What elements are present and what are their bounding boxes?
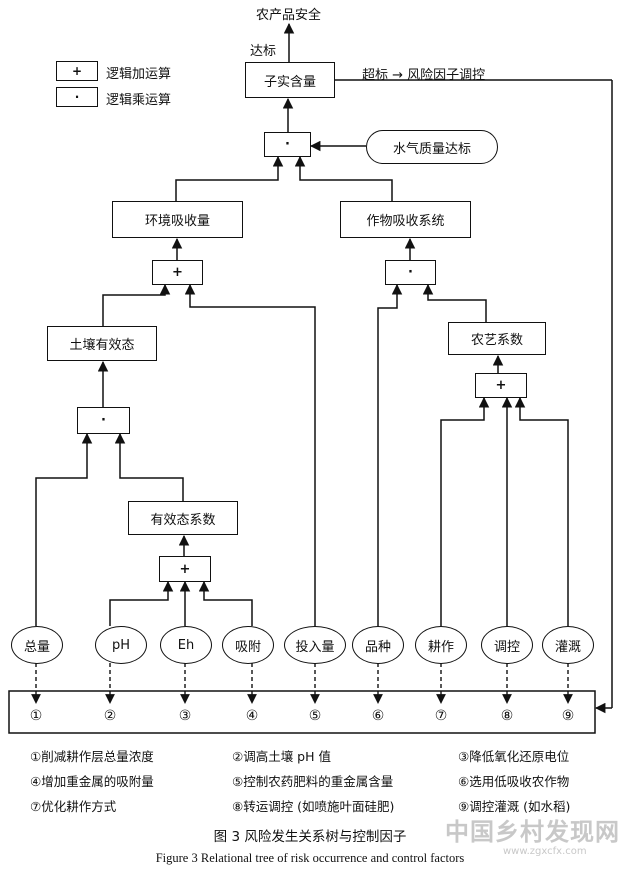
watermark-logo: 中国乡村发现网 [445, 818, 620, 846]
legend-or-symbol: + [56, 61, 98, 81]
soil-effective-node: 土壤有效态 [47, 326, 157, 361]
crop-system-node: 作物吸收系统 [340, 201, 471, 238]
control-number-1: ① [29, 708, 43, 724]
note-4: ④增加重金属的吸附量 [30, 774, 154, 789]
factor-regulate: 调控 [481, 626, 533, 664]
factor-total: 总量 [11, 626, 63, 664]
or-gate-effective: + [159, 556, 211, 582]
control-number-3: ③ [178, 708, 192, 724]
note-3: ③降低氧化还原电位 [458, 749, 570, 764]
figure-caption-cn: 图 3 风险发生关系树与控制因子 [213, 829, 407, 845]
note-9: ⑨调控灌溉 (如水稻) [458, 799, 571, 814]
grain-content-node: 子实含量 [245, 62, 335, 98]
or-gate-env: + [152, 260, 203, 285]
legend-and-symbol: · [56, 87, 98, 107]
top-output-label: 农产品安全 [256, 8, 322, 23]
effective-coef-node: 有效态系数 [128, 501, 238, 535]
note-6: ⑥选用低吸收农作物 [458, 774, 570, 789]
factor-ph: pH [95, 626, 147, 664]
control-factor-box [8, 690, 596, 734]
exceed-label: 超标 → 风险因子调控 [362, 68, 486, 83]
figure-caption-en: Figure 3 Relational tree of risk occurre… [155, 851, 465, 865]
control-number-4: ④ [245, 708, 259, 724]
reach-label: 达标 [250, 44, 277, 59]
and-gate-soil: · [77, 407, 130, 434]
legend-and-label: 逻辑乘运算 [106, 93, 172, 108]
factor-adsorb: 吸附 [222, 626, 274, 664]
factor-irrigation: 灌溉 [542, 626, 594, 664]
note-7: ⑦优化耕作方式 [30, 799, 117, 814]
water-quality-node: 水气质量达标 [366, 130, 498, 164]
factor-input: 投入量 [284, 626, 346, 664]
note-1: ①削减耕作层总量浓度 [30, 749, 154, 764]
factor-eh: Eh [160, 626, 212, 664]
control-number-5: ⑤ [308, 708, 322, 724]
control-number-2: ② [103, 708, 117, 724]
note-8: ⑧转运调控 (如喷施叶面硅肥) [232, 799, 395, 814]
factor-tillage: 耕作 [415, 626, 467, 664]
control-number-6: ⑥ [371, 708, 385, 724]
agronomy-node: 农艺系数 [448, 322, 546, 355]
control-number-7: ⑦ [434, 708, 448, 724]
watermark-url: www.zgxcfx.com [503, 846, 587, 857]
note-5: ⑤控制农药肥料的重金属含量 [232, 774, 394, 789]
and-gate-top: · [264, 132, 311, 157]
or-gate-agronomy: + [475, 373, 527, 398]
env-absorb-node: 环境吸收量 [112, 201, 243, 238]
and-gate-crop: · [385, 260, 436, 285]
note-2: ②调高土壤 pH 值 [232, 749, 331, 764]
control-number-9: ⑨ [561, 708, 575, 724]
legend-or-label: 逻辑加运算 [106, 67, 172, 82]
control-number-8: ⑧ [500, 708, 514, 724]
factor-variety: 品种 [352, 626, 404, 664]
